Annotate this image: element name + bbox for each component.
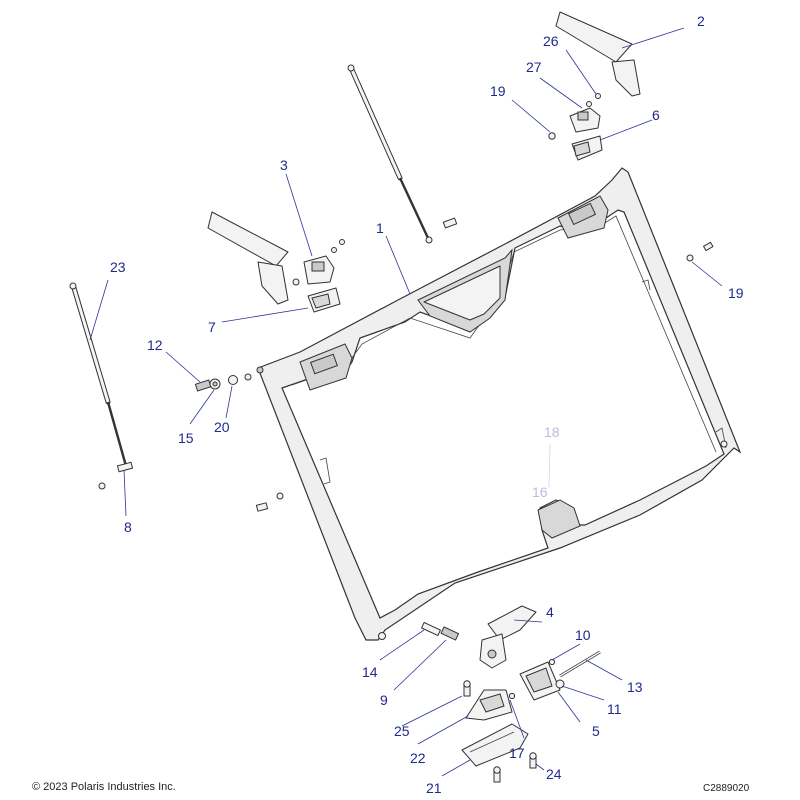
- callout-labels: 1 2 3 4 5 6 7 8 9 10 11 12 13 14 15 16 1…: [110, 13, 744, 796]
- callout-21: 21: [426, 780, 442, 796]
- callout-16: 16: [532, 484, 548, 500]
- callout-18: 18: [544, 424, 560, 440]
- callout-9: 9: [380, 692, 388, 708]
- callout-11: 11: [607, 701, 622, 717]
- drawing-id: C2889020: [703, 783, 750, 794]
- windshield-frame: [257, 167, 742, 641]
- fastener-stack-left: [194, 366, 264, 392]
- callout-14: 14: [362, 664, 378, 680]
- callout-27: 27: [526, 59, 542, 75]
- callout-26: 26: [543, 33, 559, 49]
- callout-25: 25: [394, 723, 410, 739]
- callout-5: 5: [592, 723, 600, 739]
- callout-19-right: 19: [728, 285, 744, 301]
- callout-4: 4: [546, 604, 554, 620]
- callout-10: 10: [575, 627, 591, 643]
- callout-2: 2: [697, 13, 705, 29]
- leader-lines: [89, 27, 723, 777]
- callout-20: 20: [214, 419, 230, 435]
- callout-22: 22: [410, 750, 426, 766]
- copyright-text: © 2023 Polaris Industries Inc.: [32, 781, 176, 793]
- callout-3: 3: [280, 157, 288, 173]
- callout-15: 15: [178, 430, 194, 446]
- latch-assembly: [421, 605, 601, 783]
- callout-7: 7: [208, 319, 216, 335]
- gas-strut-upper: [347, 64, 433, 244]
- callout-13: 13: [627, 679, 643, 695]
- callout-6: 6: [652, 107, 660, 123]
- hinge-assembly-right: [548, 11, 641, 161]
- small-fasteners: [98, 217, 714, 512]
- callout-17: 17: [509, 745, 525, 761]
- callout-1: 1: [376, 220, 384, 236]
- gas-strut-left: [69, 282, 134, 473]
- callout-12: 12: [147, 337, 163, 353]
- callout-23: 23: [110, 259, 126, 275]
- callout-19-upper: 19: [490, 83, 506, 99]
- callout-8: 8: [124, 519, 132, 535]
- callout-24: 24: [546, 766, 562, 782]
- hinge-assembly-left: [207, 211, 345, 313]
